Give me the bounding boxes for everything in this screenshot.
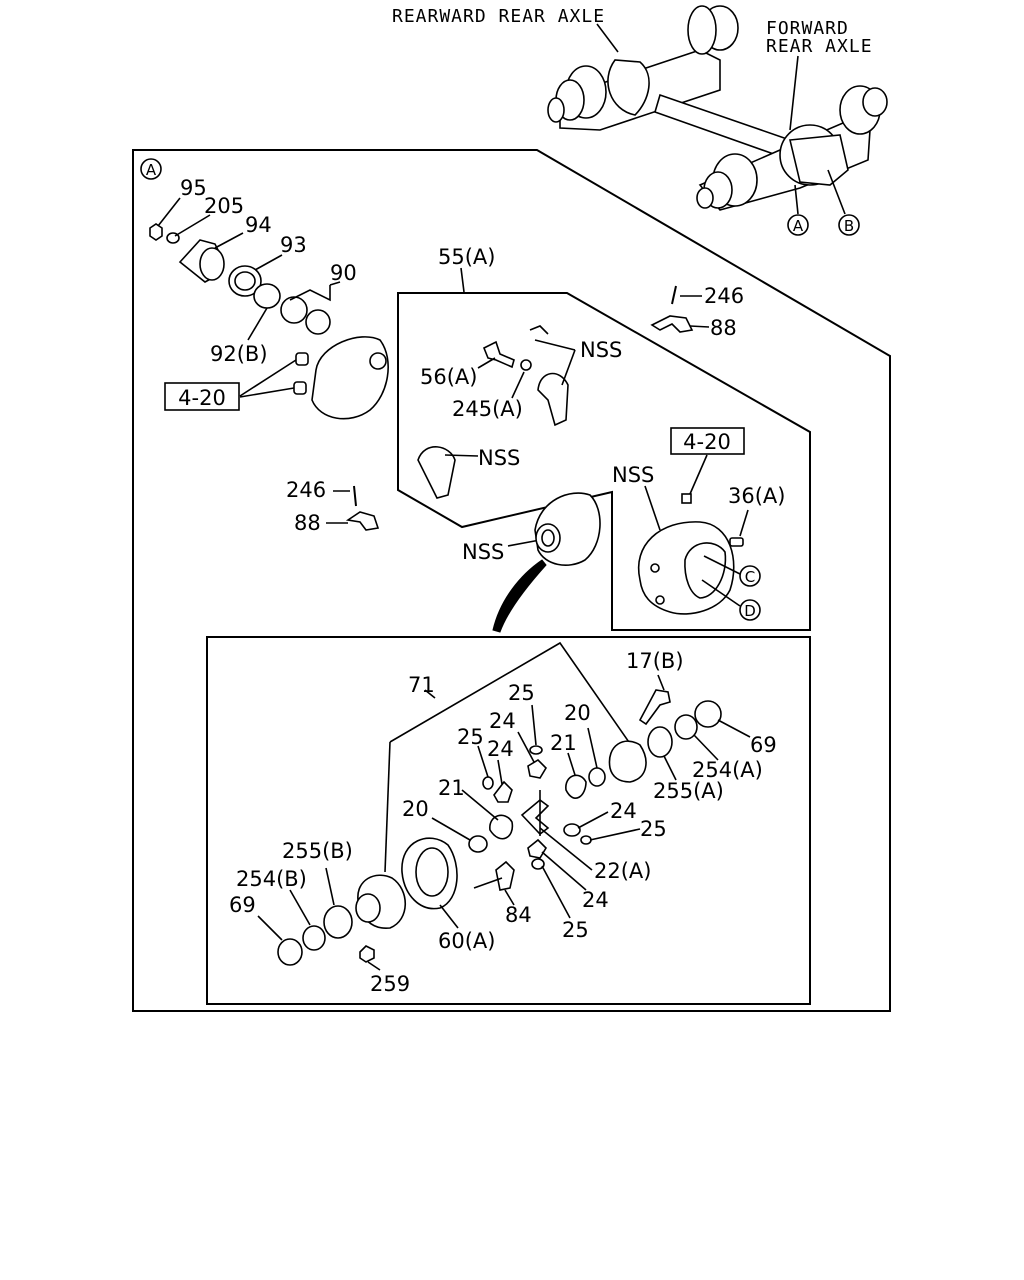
- differential-detail-frame: [206, 636, 811, 1005]
- label-17b: 17(B): [626, 649, 684, 673]
- washer-20-right: [588, 767, 606, 787]
- cover-plate: [311, 336, 389, 420]
- section-a-frame: [132, 149, 891, 1012]
- label-36a: 36(A): [728, 484, 785, 508]
- label-255b: 255(B): [282, 839, 353, 863]
- label-22a: 22(A): [594, 859, 651, 883]
- nut-259: [359, 945, 375, 963]
- label-60a: 60(A): [438, 929, 495, 953]
- label-245a: 245(A): [452, 397, 523, 421]
- lock-88-mid: [345, 511, 380, 531]
- label-94: 94: [245, 213, 272, 237]
- washer-245a: [520, 359, 532, 371]
- washer-25-left: [482, 776, 494, 790]
- label-71: 71: [408, 673, 435, 697]
- washer-25-top: [529, 745, 543, 755]
- bearing-cap-upper: [537, 372, 569, 427]
- label-69-left: 69: [229, 893, 256, 917]
- pinion-24-right: [563, 823, 581, 837]
- rearward-rear-axle-label: REARWARD REAR AXLE: [392, 6, 605, 27]
- carrier-housing-frame: [397, 292, 811, 631]
- label-88-mid: 88: [294, 511, 321, 535]
- label-69-right: 69: [750, 733, 777, 757]
- label-25-right: 25: [640, 817, 667, 841]
- axle-illustration: REARWARD REAR AXLE FORWARD REAR AXLE A B: [392, 5, 888, 236]
- forward-rear-axle-label-1: FORWARD: [766, 18, 849, 39]
- ref-d: D: [744, 602, 756, 620]
- ref-c: C: [745, 568, 755, 586]
- label-254a: 254(A): [692, 758, 763, 782]
- label-20-right: 20: [564, 701, 591, 725]
- label-25-left: 25: [457, 725, 484, 749]
- case-half-right: [608, 740, 647, 783]
- washer-20-left: [468, 835, 488, 853]
- nut-95: [149, 223, 163, 241]
- bearing-90a: [280, 296, 308, 324]
- pin-246-mid: [353, 485, 357, 507]
- label-nss-1: NSS: [580, 338, 622, 362]
- dowel-4-20: [681, 493, 692, 504]
- label-55a: 55(A): [438, 245, 495, 269]
- box-4-20-left: [164, 382, 240, 411]
- label-90: 90: [330, 261, 357, 285]
- bolt-84: [495, 860, 515, 891]
- label-21-right: 21: [550, 731, 577, 755]
- side-gear-21-left: [489, 814, 514, 840]
- cup-69-left: [277, 938, 303, 966]
- label-25-top: 25: [508, 681, 535, 705]
- label-56a: 56(A): [420, 365, 477, 389]
- label-24-left: 24: [487, 737, 514, 761]
- label-92b: 92(B): [210, 342, 268, 366]
- exploded-arrow: [492, 559, 547, 633]
- pinion-24-top: [527, 758, 548, 779]
- label-24-right: 24: [610, 799, 637, 823]
- ref-a-axle: A: [793, 217, 804, 235]
- label-nss-2: NSS: [478, 446, 520, 470]
- label-95: 95: [180, 176, 207, 200]
- bolt-56a: [482, 340, 515, 369]
- label-24-bottom: 24: [582, 888, 609, 912]
- label-nss-3: NSS: [612, 463, 654, 487]
- box-4-20-right: [670, 427, 745, 455]
- bearing-255b: [323, 905, 353, 939]
- label-205: 205: [204, 194, 244, 218]
- bearing-255a: [647, 726, 673, 758]
- pinion-seal-group: [149, 223, 389, 420]
- ref-a-section: A: [146, 161, 157, 179]
- pin-246-top: [671, 285, 677, 305]
- bolt-17b: [638, 689, 671, 726]
- spider-22a: [520, 798, 550, 836]
- bearing-254a: [674, 714, 698, 740]
- lock-88-top: [650, 315, 694, 333]
- label-255a: 255(A): [653, 779, 724, 803]
- section-a-marker: [140, 158, 162, 180]
- bearing-254b: [302, 925, 326, 951]
- label-21-left: 21: [438, 776, 465, 800]
- label-84: 84: [505, 903, 532, 927]
- label-24-top: 24: [489, 709, 516, 733]
- pinion-24-left: [493, 780, 513, 803]
- label-246-mid: 246: [286, 478, 326, 502]
- washer-25-bottom: [531, 858, 545, 870]
- label-25-bottom: 25: [562, 918, 589, 942]
- washer-25-right: [580, 835, 592, 845]
- label-246-top: 246: [704, 284, 744, 308]
- pinion-24-bottom: [527, 838, 548, 859]
- label-20-left: 20: [402, 797, 429, 821]
- label-93: 93: [280, 233, 307, 257]
- label-nss-4: NSS: [462, 540, 504, 564]
- label-4-20-right: 4-20: [683, 430, 731, 454]
- label-254b: 254(B): [236, 867, 307, 891]
- bearing-cap-lower: [417, 446, 456, 499]
- side-gear-21-right: [565, 774, 587, 799]
- label-259: 259: [370, 972, 410, 996]
- ref-b-axle: B: [844, 217, 854, 235]
- label-88-top: 88: [710, 316, 737, 340]
- cup-69-right: [694, 700, 722, 728]
- bearing-90b: [305, 309, 331, 335]
- forward-rear-axle-label-2: REAR AXLE: [766, 36, 873, 57]
- ring-92b: [253, 283, 281, 309]
- label-4-20-left: 4-20: [178, 386, 226, 410]
